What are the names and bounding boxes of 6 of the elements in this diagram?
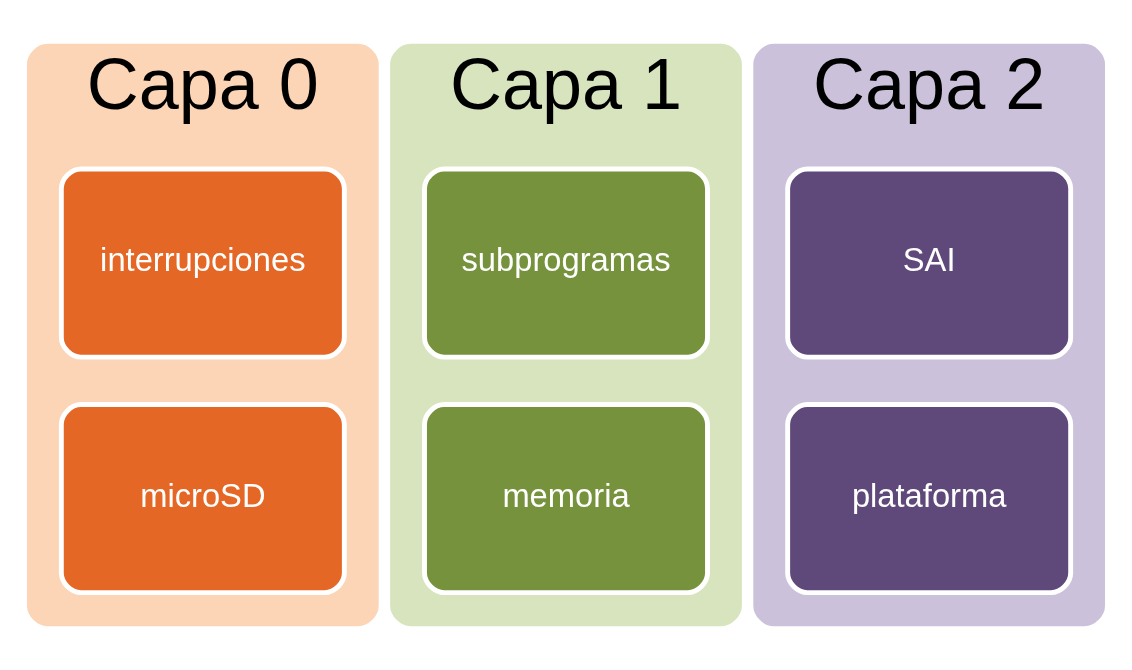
node-box: SAI	[785, 166, 1074, 360]
node-box: interrupciones	[58, 166, 347, 360]
node-box: microSD	[58, 402, 347, 596]
node-box: memoria	[422, 402, 710, 596]
node-box: plataforma	[785, 402, 1074, 596]
node-box: subprogramas	[422, 166, 710, 360]
